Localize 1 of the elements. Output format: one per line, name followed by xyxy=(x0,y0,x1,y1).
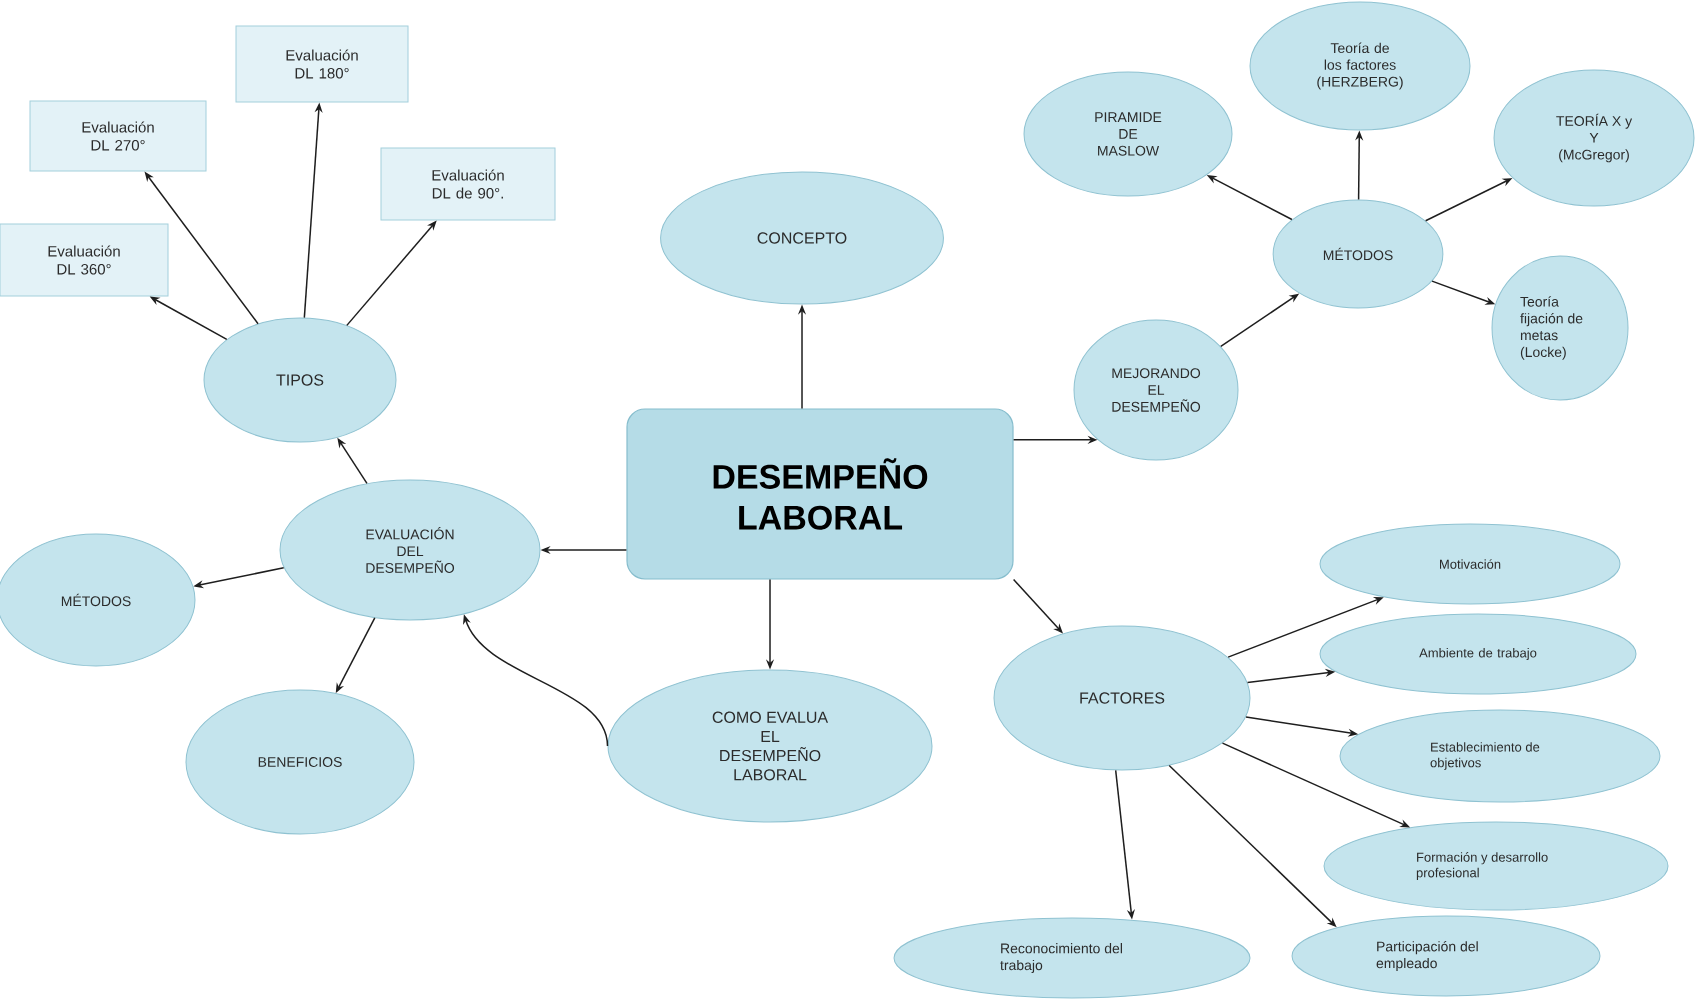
central-topic-box: DESEMPEÑO LABORAL xyxy=(626,408,1014,580)
